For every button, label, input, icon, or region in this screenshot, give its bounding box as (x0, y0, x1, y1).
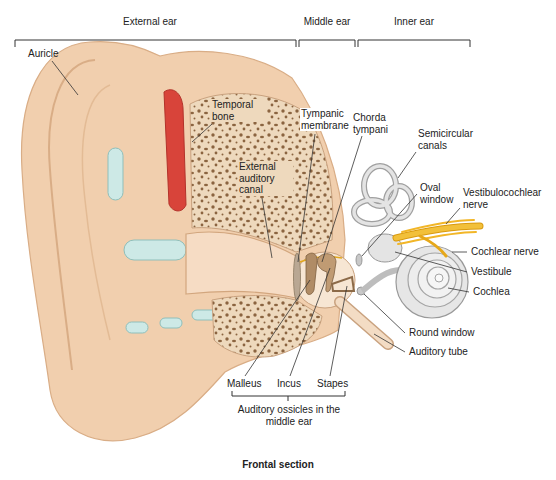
cochlea-turn (418, 260, 456, 298)
leader-line (448, 288, 469, 292)
tympanic-membrane (294, 253, 301, 301)
canal-loop (354, 200, 390, 224)
muscle (164, 90, 186, 211)
leader-line (322, 136, 362, 262)
part-label: Stapes (316, 378, 356, 390)
part-label: External auditory canal (238, 161, 293, 196)
leader-line (262, 198, 272, 258)
leader-line (192, 124, 212, 142)
part-label: Semicircular canals (417, 128, 483, 151)
part-label: Auricle (27, 48, 77, 60)
part-label: Cochlear nerve (470, 246, 550, 258)
part-label: Oval window (419, 182, 465, 205)
inner-ear-bracket (358, 40, 470, 47)
temporal-bone-lower (212, 296, 322, 358)
cochlear-nerve-branch (420, 236, 446, 256)
cartilage-piece (126, 322, 148, 333)
cochlea-turn (408, 253, 462, 307)
part-label: Incus (276, 378, 310, 390)
leader-line (298, 134, 315, 262)
cochlea (396, 246, 468, 318)
antihelix-fold (82, 85, 110, 340)
region-label: External ear (100, 16, 200, 28)
cochlea-turn (427, 267, 449, 289)
leader-line (374, 334, 405, 352)
leader-line (398, 152, 416, 178)
cartilage-piece (160, 318, 182, 328)
part-label: Chorda tympani (352, 112, 398, 135)
leader-line (330, 286, 347, 376)
leader-line (362, 194, 417, 256)
leader-lines (52, 61, 469, 376)
leader-line (245, 280, 310, 376)
part-label: Round window (408, 327, 488, 339)
semicircular-canals-fill (354, 166, 412, 224)
leader-line (452, 252, 467, 253)
part-label: Auditory tube (408, 346, 488, 358)
nerve-strand (398, 232, 476, 244)
middle-ear-bracket (299, 40, 355, 47)
caption: Frontal section (178, 459, 378, 470)
semicircular-canals (354, 166, 412, 224)
external-ear-bracket (15, 40, 296, 47)
cartilage-piece (108, 148, 123, 200)
helix-fold (49, 60, 95, 370)
malleus (306, 253, 317, 294)
part-label: Temporal bone (211, 99, 266, 122)
stapes (332, 277, 354, 291)
cartilage-piece (124, 240, 186, 260)
part-label: Cochlea (472, 286, 532, 298)
region-label: Inner ear (379, 16, 449, 28)
part-label: Malleus (226, 378, 270, 390)
part-label: Tympanic membrane (300, 108, 350, 131)
vestibulocochlear-nerve (396, 220, 480, 256)
leader-line (395, 252, 467, 272)
auditory-canal (186, 232, 296, 298)
nerve-strand (402, 220, 474, 232)
auricle-skin (22, 42, 345, 441)
part-label: Vestibulocochlear nerve (462, 187, 550, 210)
leader-line (446, 208, 460, 224)
ossicles-bracket (232, 391, 345, 401)
leader-line (290, 268, 330, 376)
cochlea-turn (396, 246, 468, 318)
region-label: Middle ear (292, 16, 362, 28)
leader-line (52, 61, 78, 95)
cochlea-turn (435, 274, 443, 282)
leader-line (364, 294, 405, 333)
group-label: Auditory ossicles in the middle ear (229, 404, 349, 427)
oval-window (356, 254, 362, 266)
part-label: Vestibule (470, 266, 540, 278)
cochlea-base (362, 270, 400, 291)
